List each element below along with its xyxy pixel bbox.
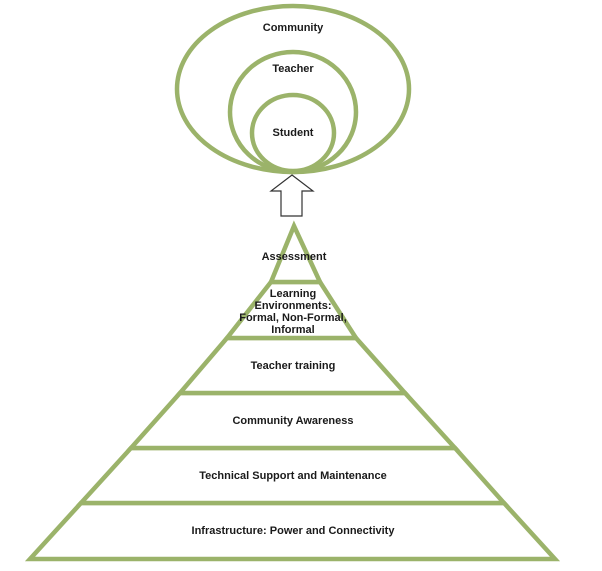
pyramid: Assessment Learning Environments: Formal… <box>24 220 561 562</box>
tier-label-learning-line2: Environments: <box>254 300 331 312</box>
tier-label-assessment: Assessment <box>262 251 327 263</box>
student-label: Student <box>273 127 314 139</box>
tier-label-community-awareness: Community Awareness <box>232 415 353 427</box>
tier-label-learning-line3: Formal, Non-Formal, <box>239 312 347 324</box>
tier-label-learning-line4: Informal <box>271 324 314 336</box>
pyramid-tier-assessment <box>267 220 324 285</box>
nested-circles: Community Teacher Student <box>174 3 412 175</box>
student-circle <box>249 92 337 174</box>
community-label: Community <box>263 22 324 34</box>
teacher-label: Teacher <box>272 63 314 75</box>
tier-label-learning-line1: Learning <box>270 288 316 300</box>
tier-label-technical-support: Technical Support and Maintenance <box>199 470 386 482</box>
tier-label-teacher-training: Teacher training <box>251 360 336 372</box>
tier-label-infrastructure: Infrastructure: Power and Connectivity <box>192 525 396 537</box>
up-arrow-icon <box>269 174 315 217</box>
